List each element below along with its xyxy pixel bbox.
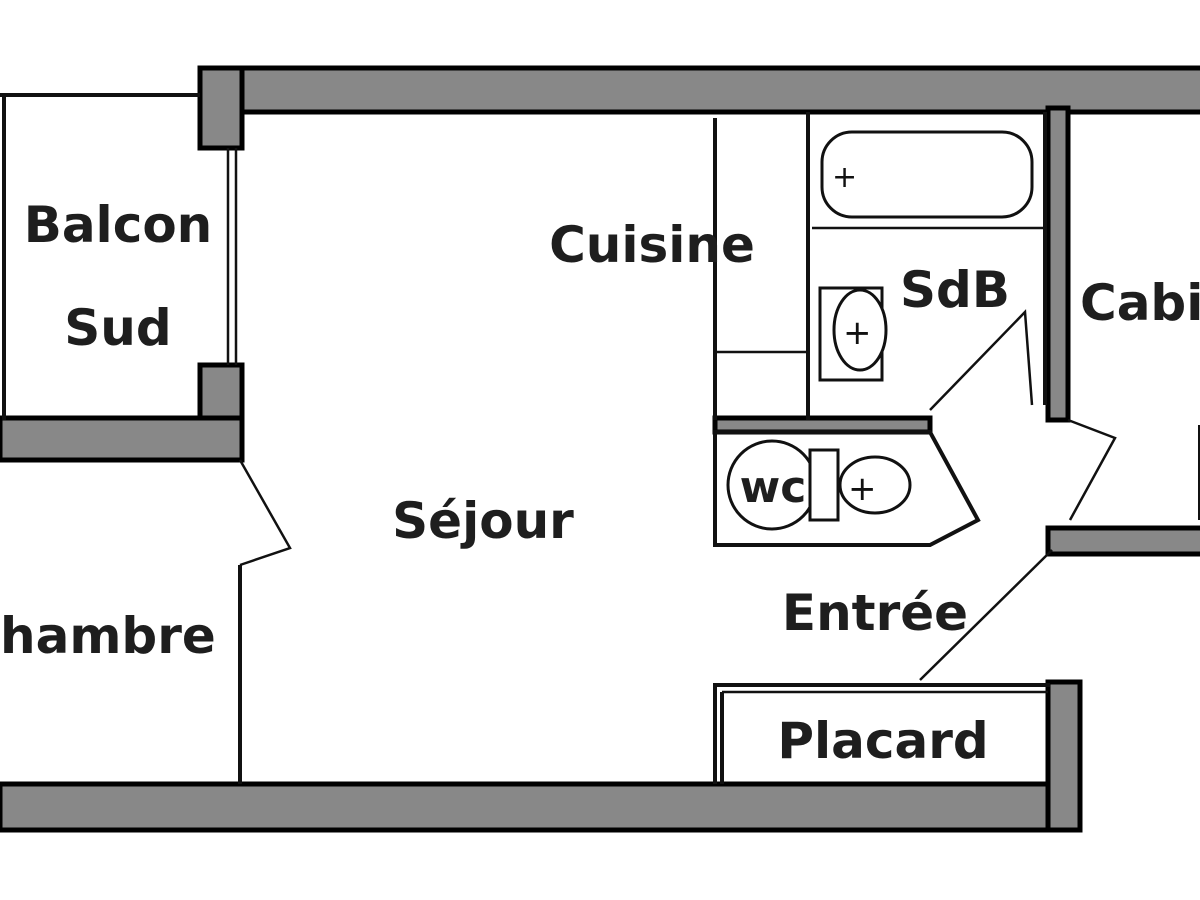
wall-bottom bbox=[0, 781, 1083, 833]
label-sejour: Séjour bbox=[392, 492, 574, 550]
wall-cabine-bottom bbox=[1045, 525, 1200, 557]
bathtub-drain-icon: + bbox=[832, 160, 857, 195]
wall-wc-top bbox=[712, 415, 933, 435]
label-sdb: SdB bbox=[900, 261, 1010, 319]
wc-bowl bbox=[838, 455, 912, 515]
sink-basin bbox=[832, 288, 888, 372]
wall-balcony-bottom bbox=[0, 415, 245, 463]
label-balcon: Balcon bbox=[24, 196, 213, 254]
door-cabine bbox=[1067, 418, 1117, 521]
wall-cabine-left bbox=[1045, 105, 1071, 423]
label-sud: Sud bbox=[64, 299, 171, 357]
placard-outline bbox=[713, 683, 1050, 784]
door-entree bbox=[919, 549, 1053, 681]
wall-top bbox=[197, 65, 1200, 115]
wc-enclosure bbox=[713, 430, 981, 547]
door-chambre bbox=[238, 459, 292, 567]
sink-drain-icon: + bbox=[843, 313, 872, 353]
wall-pillar-top bbox=[197, 65, 245, 151]
wc-tank bbox=[808, 448, 840, 522]
label-cabine: Cabi bbox=[1080, 274, 1200, 332]
bathtub bbox=[820, 130, 1034, 219]
wall-placard-right bbox=[1045, 679, 1083, 833]
door-sdb bbox=[929, 309, 1034, 411]
label-wc: wc bbox=[740, 462, 807, 513]
wc-drain-icon: + bbox=[848, 469, 877, 509]
label-placard: Placard bbox=[777, 712, 988, 770]
label-cuisine: Cuisine bbox=[549, 216, 755, 274]
label-chambre: hambre bbox=[0, 607, 216, 665]
label-entree: Entrée bbox=[782, 584, 968, 642]
